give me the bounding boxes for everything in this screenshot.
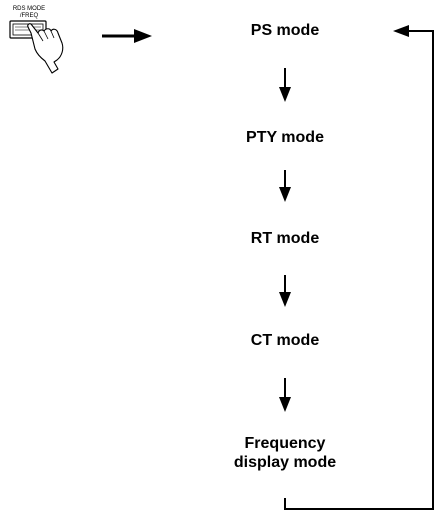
right-arrow-icon [102, 29, 152, 43]
down-arrow-icon [279, 170, 291, 202]
mode-frequency-line2: display mode [233, 454, 337, 471]
mode-frequency-display: Frequency display mode [210, 434, 360, 472]
mode-ct: CT mode [250, 332, 320, 349]
button-caption-line2: /FREQ [19, 13, 39, 19]
down-arrow-icon [279, 275, 291, 307]
return-loop-arrow-icon [284, 25, 434, 510]
mode-rt: RT mode [250, 230, 320, 247]
mode-frequency-line1: Frequency [244, 435, 326, 452]
mode-ps: PS mode [250, 22, 320, 39]
down-arrow-icon [279, 68, 291, 102]
down-arrow-icon [279, 378, 291, 412]
pressing-finger-icon [27, 23, 64, 74]
button-caption: RDS MODE /FREQ [6, 6, 52, 20]
rds-mode-button [9, 20, 64, 74]
button-caption-line1: RDS MODE [12, 6, 46, 12]
mode-pty: PTY mode [246, 129, 324, 146]
